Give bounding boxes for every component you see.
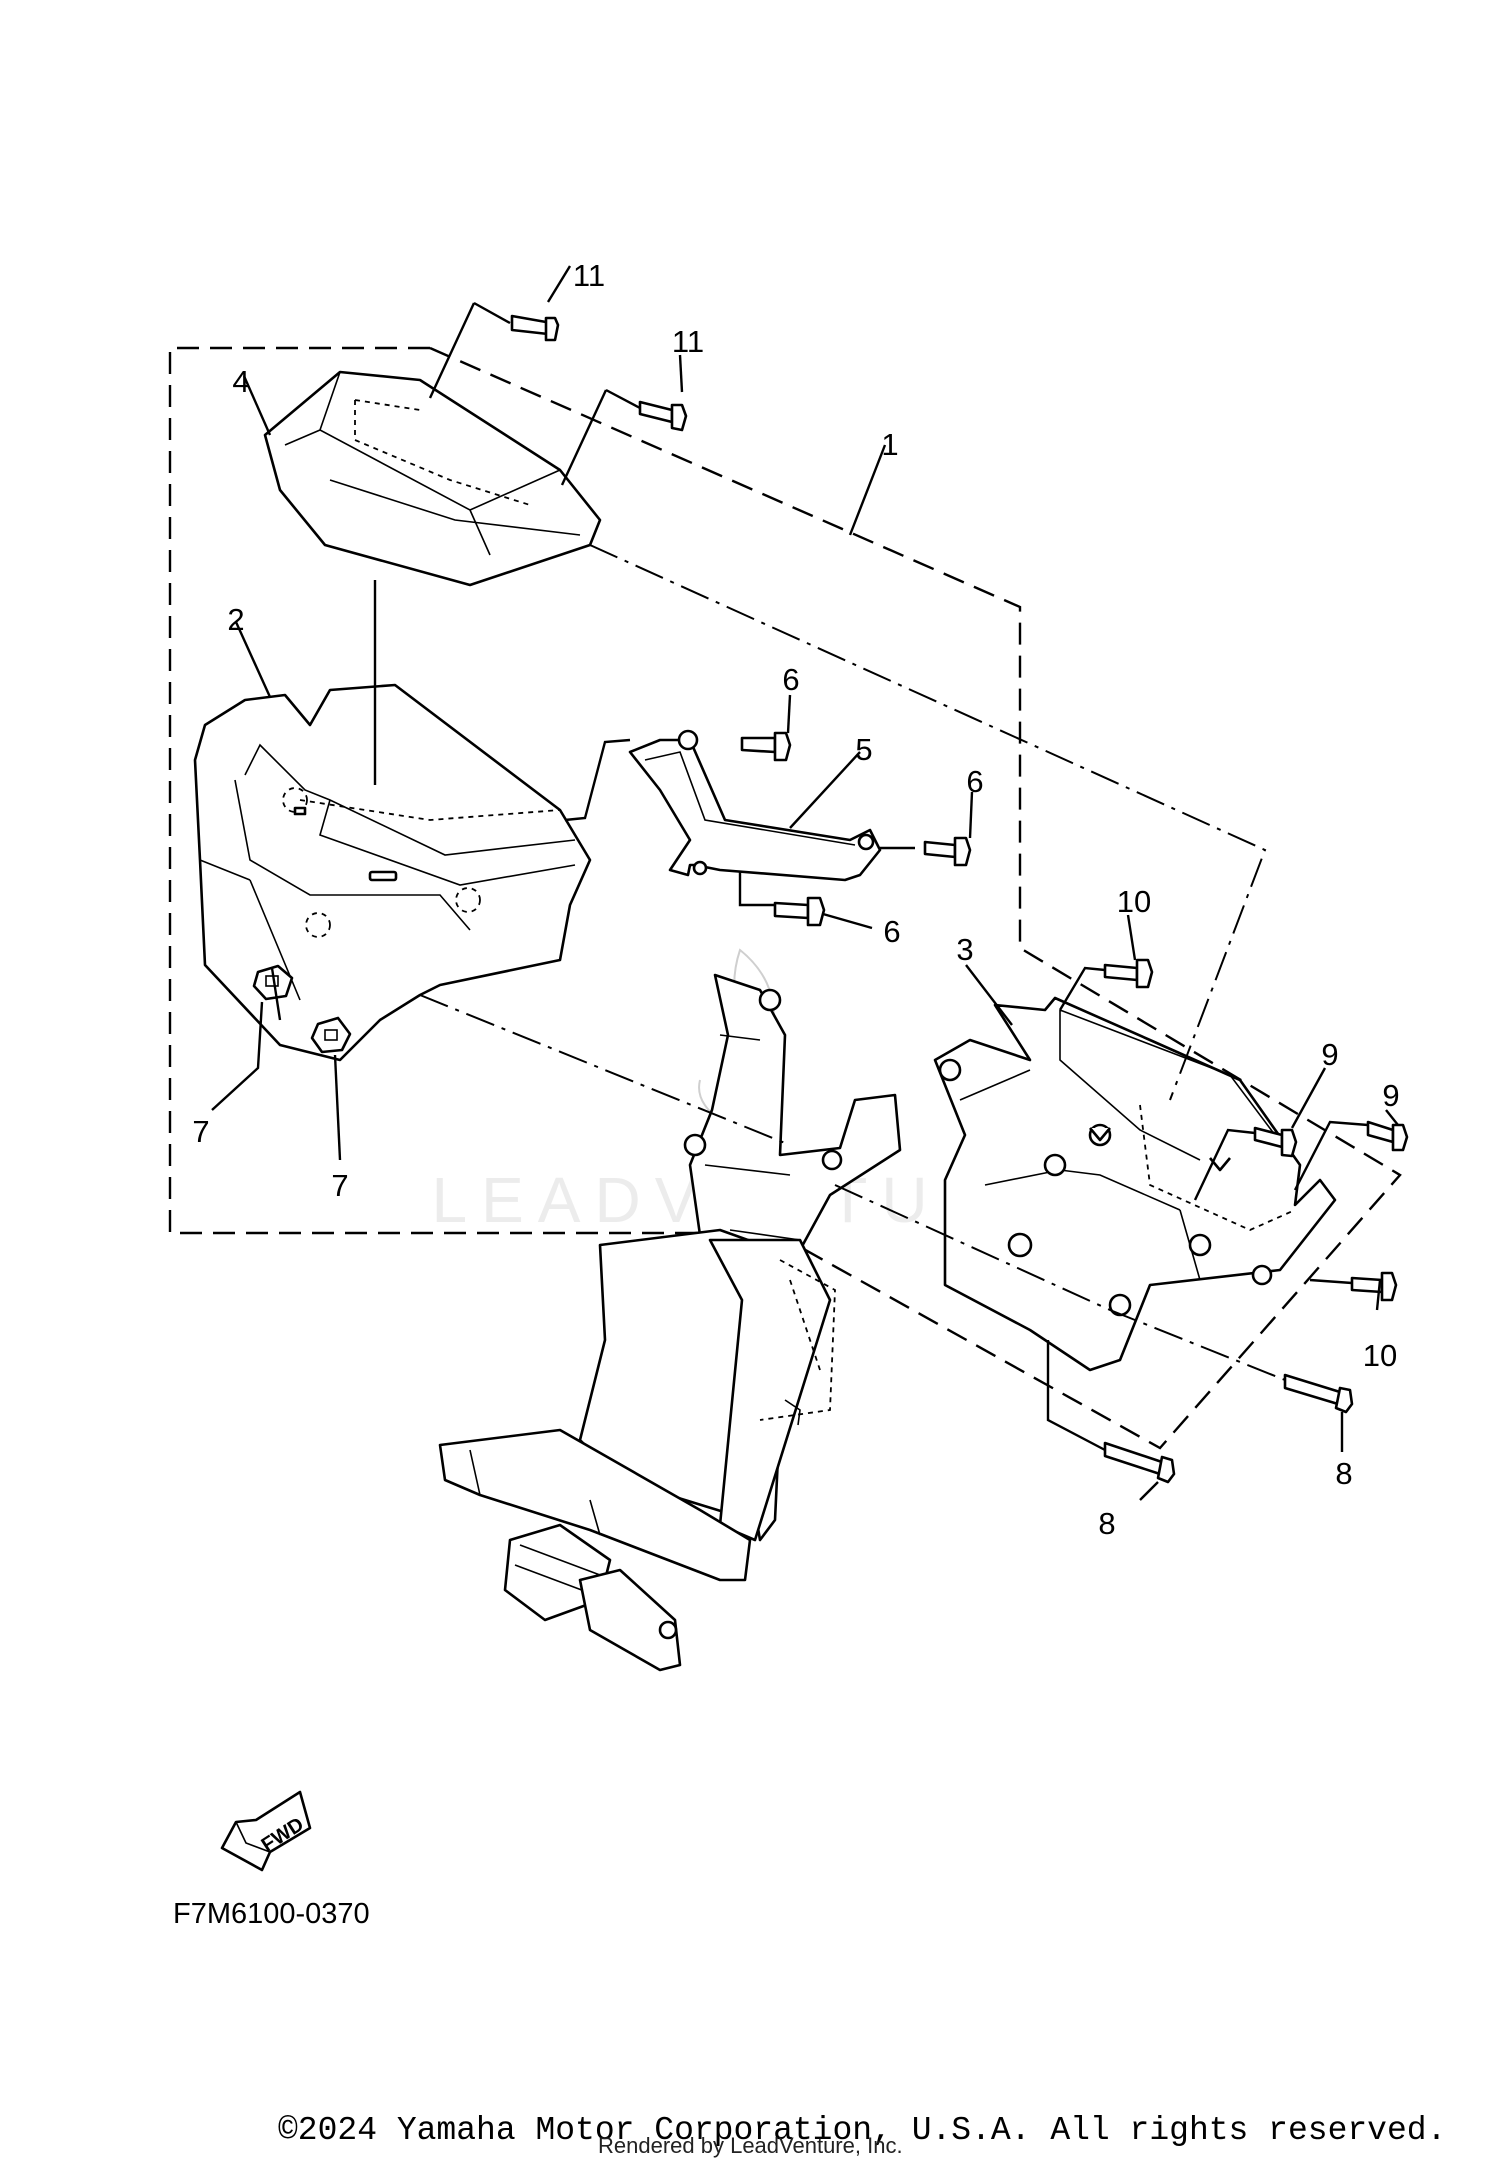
callout-6-mid: 6 (966, 764, 983, 799)
callout-6-top: 6 (782, 662, 799, 697)
callout-11-top: 11 (573, 258, 605, 293)
diagram-code: F7M6100-0370 (173, 1898, 370, 1930)
callout-9-b: 9 (1382, 1078, 1399, 1113)
leader-lines (211, 265, 1399, 1501)
part-2-handlebar-cover (193, 683, 592, 1062)
callout-3: 3 (956, 932, 973, 967)
callout-1: 1 (881, 427, 898, 462)
callout-7-right: 7 (331, 1168, 348, 1203)
callout-11-second: 11 (672, 324, 704, 359)
rendered-by-credit: Rendered by LeadVenture, Inc. (598, 2133, 903, 2158)
callout-7-left: 7 (192, 1114, 209, 1149)
fwd-arrow-icon: FWD (220, 1790, 312, 1872)
part-4-meter-cover (263, 370, 602, 587)
callout-10-top: 10 (1117, 884, 1151, 919)
callout-9-a: 9 (1321, 1037, 1338, 1072)
callout-4: 4 (232, 364, 249, 399)
part-5-bracket (628, 729, 882, 882)
callout-5: 5 (855, 732, 872, 767)
assembly-boundary (168, 346, 1402, 1450)
part-7-nuts (252, 964, 352, 1054)
callout-2: 2 (227, 602, 244, 637)
callout-10-lower: 10 (1363, 1338, 1397, 1373)
callout-8-left: 8 (1098, 1506, 1115, 1541)
copyright-notice: ©2024 Yamaha Motor Corporation, U.S.A. A… (278, 2112, 1447, 2149)
callout-6-low: 6 (883, 914, 900, 949)
screws (510, 314, 1409, 1484)
steering-column (438, 973, 902, 1672)
callout-8-right: 8 (1335, 1456, 1352, 1491)
callout-numbers: 11 11 1 4 2 6 5 6 6 10 3 9 9 10 8 8 7 7 (192, 258, 1399, 1541)
part-3-rear-cover (933, 996, 1337, 1372)
